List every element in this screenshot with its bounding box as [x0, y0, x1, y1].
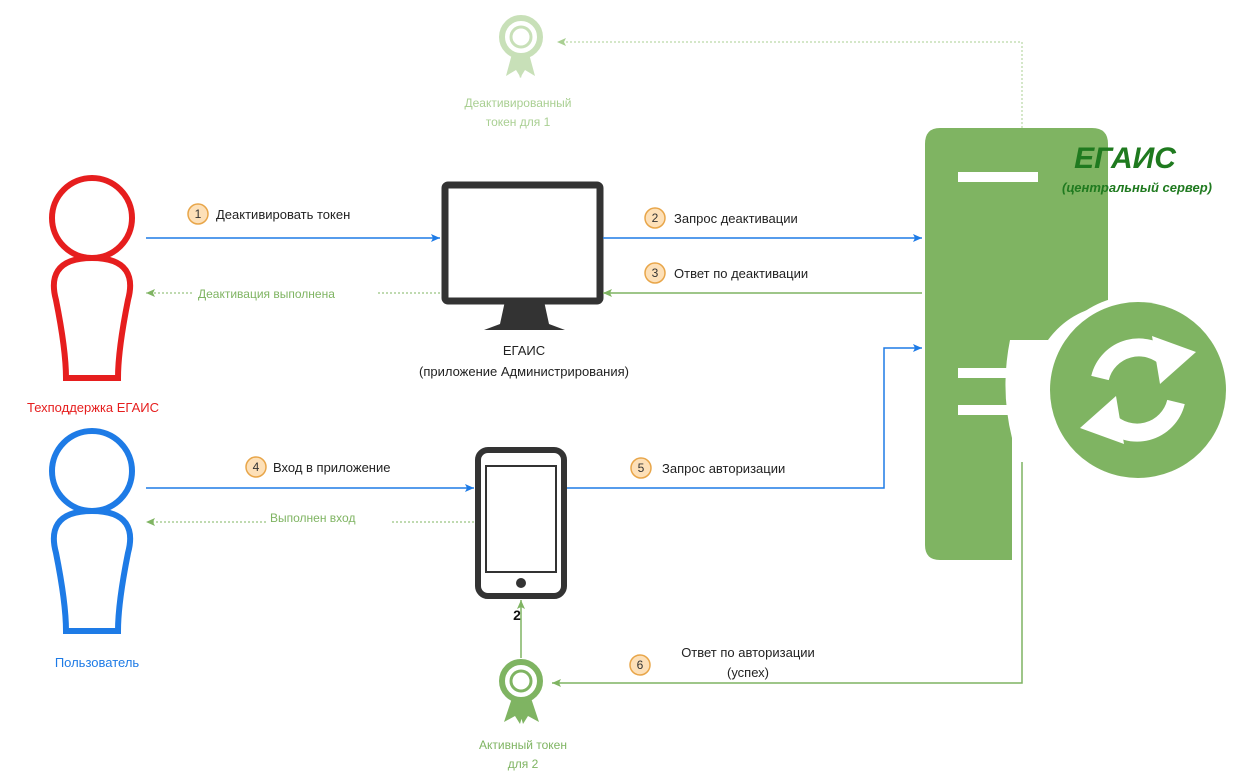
step-5-arrow [567, 344, 922, 489]
step-6-arrow [552, 462, 1023, 687]
svg-text:4: 4 [253, 460, 260, 474]
step-2-badge: 2 [644, 207, 666, 229]
svg-text:3: 3 [652, 266, 659, 280]
support-actor-label: Техподдержка ЕГАИС [27, 400, 159, 415]
server-subtitle: (центральный сервер) [1062, 180, 1212, 195]
deactivated-token-label: Деактивированный [465, 96, 572, 110]
deactivated-token-sublabel: токен для 1 [486, 115, 551, 129]
deactivation-done-label: Деактивация выполнена [198, 287, 335, 301]
step-5-label: Запрос авторизации [662, 461, 785, 476]
active-token-label: Активный токен [479, 738, 567, 752]
server-icon [925, 128, 1233, 560]
step-3-badge: 3 [644, 262, 666, 284]
step-1-badge: 1 [187, 203, 209, 225]
phone-icon [475, 447, 567, 599]
server-title: ЕГАИС [1074, 142, 1177, 175]
active-token-icon [499, 659, 543, 724]
step-2-label: Запрос деактивации [674, 211, 798, 226]
step-4-badge: 4 [245, 456, 267, 478]
svg-text:2: 2 [652, 211, 659, 225]
svg-text:6: 6 [637, 658, 644, 672]
user-actor-label: Пользователь [55, 655, 140, 670]
step-6-badge: 6 [629, 654, 651, 676]
step-4-label: Вход в приложение [273, 460, 390, 475]
step-5-badge: 5 [630, 457, 652, 479]
token-deactivation-arrow [557, 38, 1023, 128]
step-6-sublabel: (успех) [727, 665, 769, 680]
admin-app-description: (приложение Администрирования) [419, 364, 629, 379]
step-3-label: Ответ по деактивации [674, 266, 808, 281]
svg-text:5: 5 [638, 461, 645, 475]
admin-app-name: ЕГАИС [503, 343, 545, 358]
deactivated-token-icon [499, 15, 543, 78]
support-actor-icon [49, 175, 135, 381]
user-actor-icon [49, 428, 135, 634]
login-done-label: Выполнен вход [270, 511, 355, 525]
active-token-sublabel: для 2 [508, 757, 539, 771]
phone-label: 2 [513, 607, 521, 623]
svg-text:1: 1 [195, 207, 202, 221]
step-6-label: Ответ по авторизации [681, 645, 815, 660]
step-1-label: Деактивировать токен [216, 207, 350, 222]
monitor-icon [441, 181, 604, 330]
